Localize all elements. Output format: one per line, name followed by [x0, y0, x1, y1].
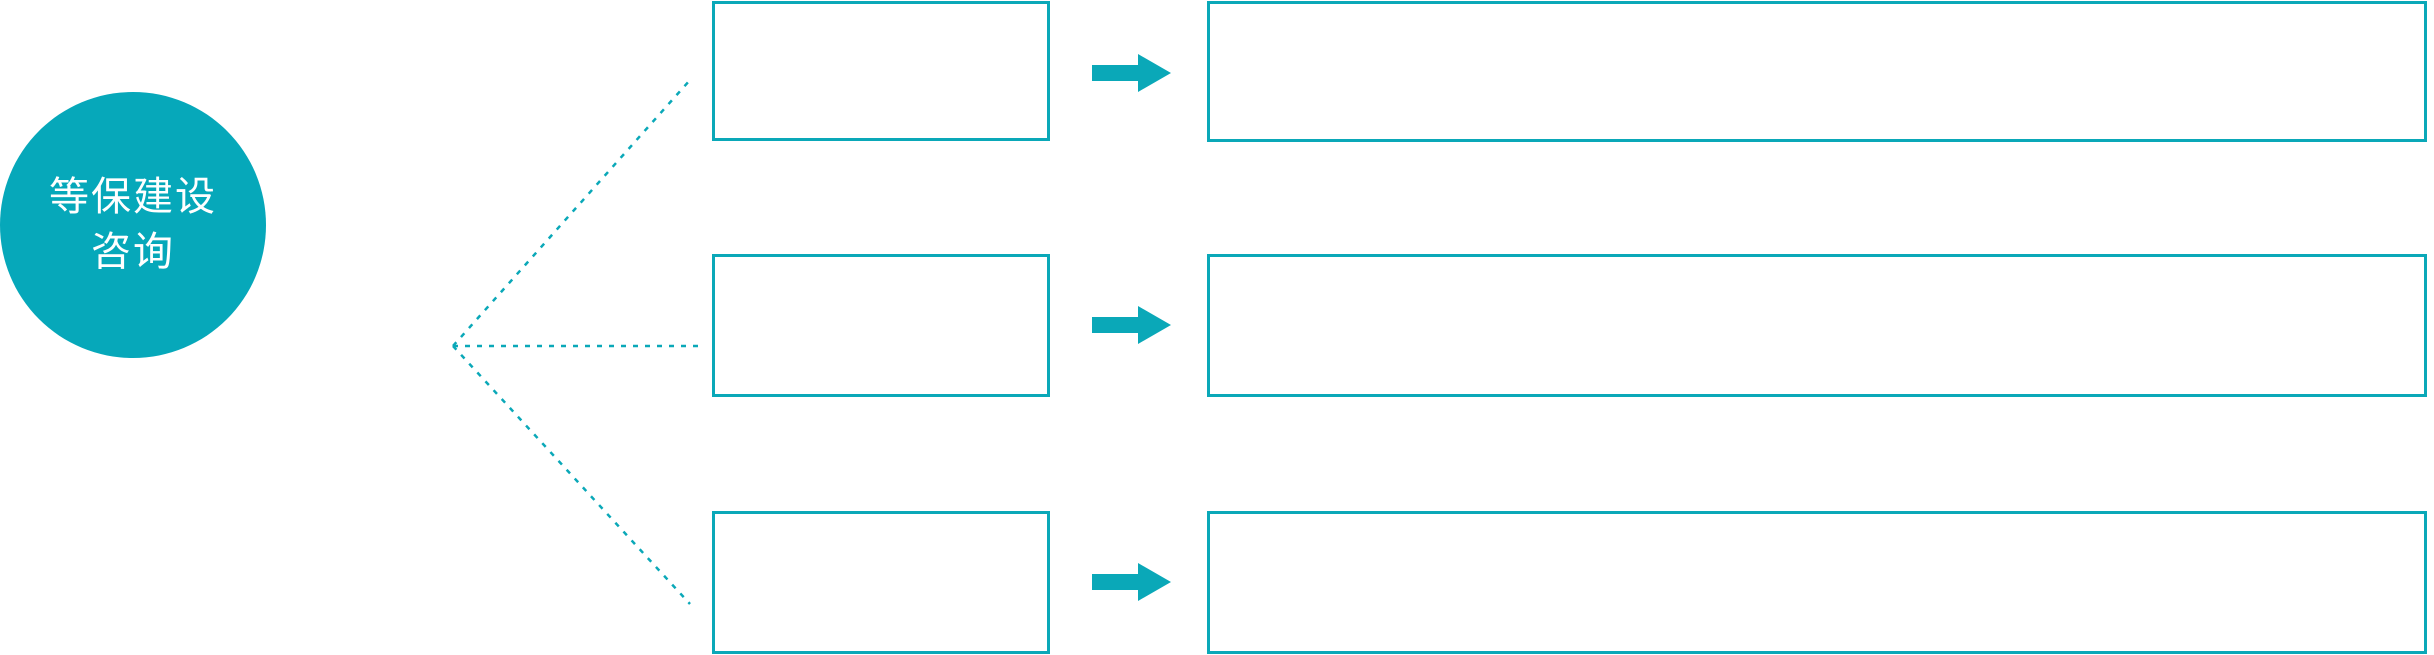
detail-box-row-1[interactable] — [1207, 1, 2427, 142]
hub-label-line1: 等保建设 — [49, 174, 217, 219]
hub-circle[interactable]: 等保建设 咨询 — [0, 92, 266, 358]
right-arrow-icon — [1092, 563, 1171, 601]
connector-to-row-3 — [452, 345, 691, 605]
right-arrow-icon — [1092, 54, 1171, 92]
stage-box-row-1[interactable] — [712, 1, 1050, 141]
connector-to-row-1 — [452, 79, 691, 347]
hub-label-line2: 咨询 — [91, 230, 175, 274]
right-arrow-icon — [1092, 306, 1171, 344]
stage-box-row-3[interactable] — [712, 511, 1050, 654]
stage-box-row-2[interactable] — [712, 254, 1050, 397]
detail-box-row-2[interactable] — [1207, 254, 2427, 397]
detail-box-row-3[interactable] — [1207, 511, 2427, 654]
